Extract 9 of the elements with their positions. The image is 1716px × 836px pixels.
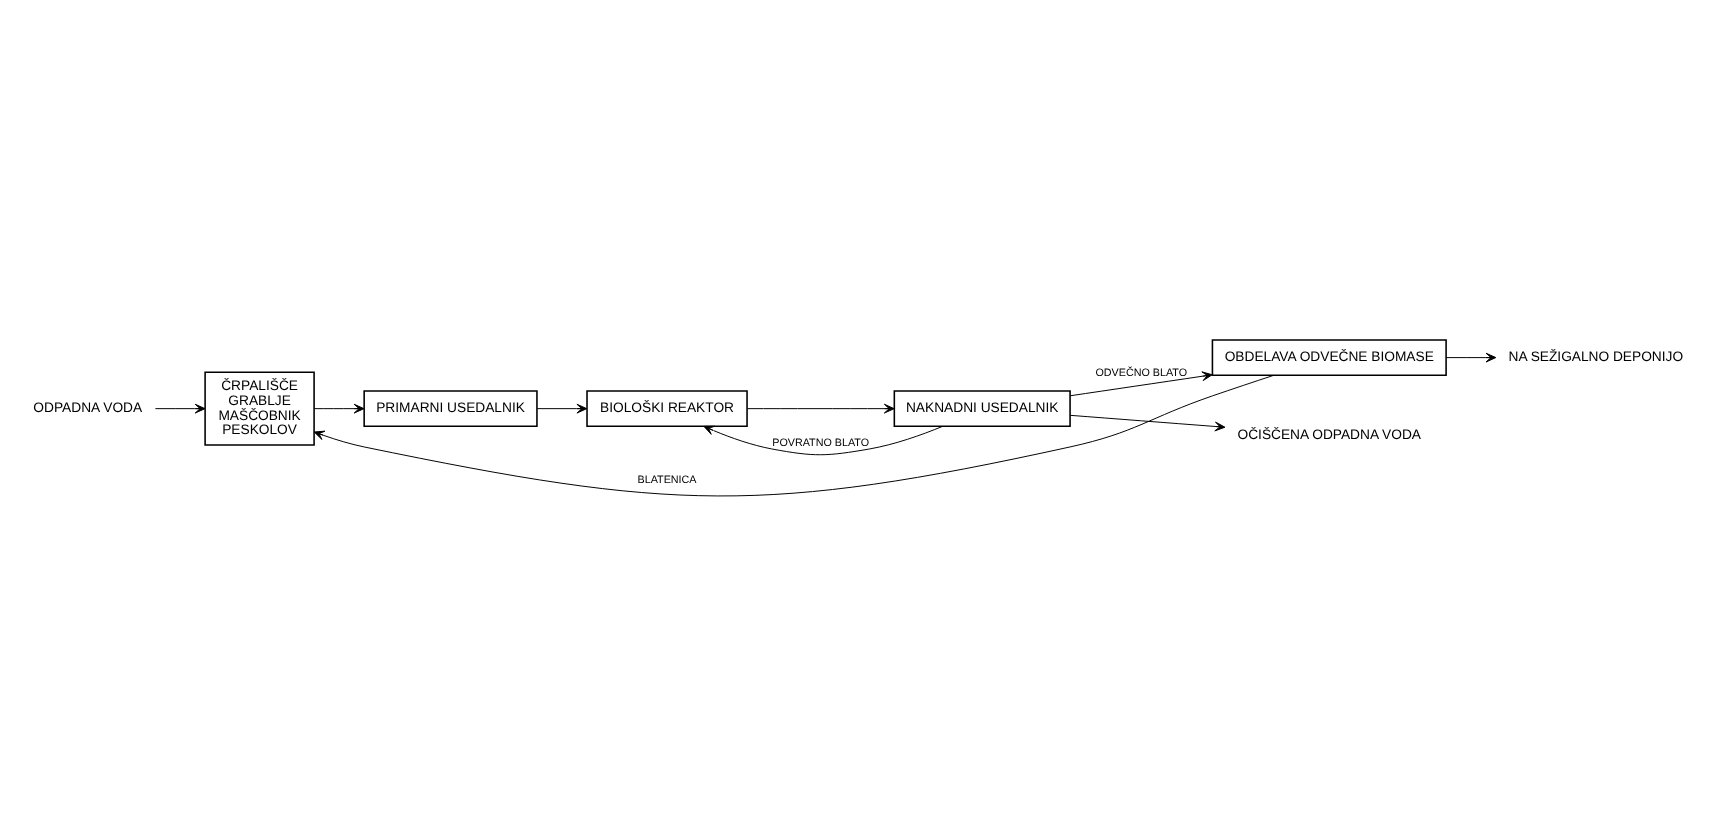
arrow (313, 374, 1275, 497)
arrow (746, 403, 895, 414)
arrow (703, 425, 943, 456)
arrow (536, 403, 588, 414)
arrow (1069, 371, 1213, 397)
arrow (154, 403, 206, 414)
arrow (313, 403, 365, 414)
arrow (1069, 414, 1226, 432)
arrow (1445, 352, 1497, 363)
